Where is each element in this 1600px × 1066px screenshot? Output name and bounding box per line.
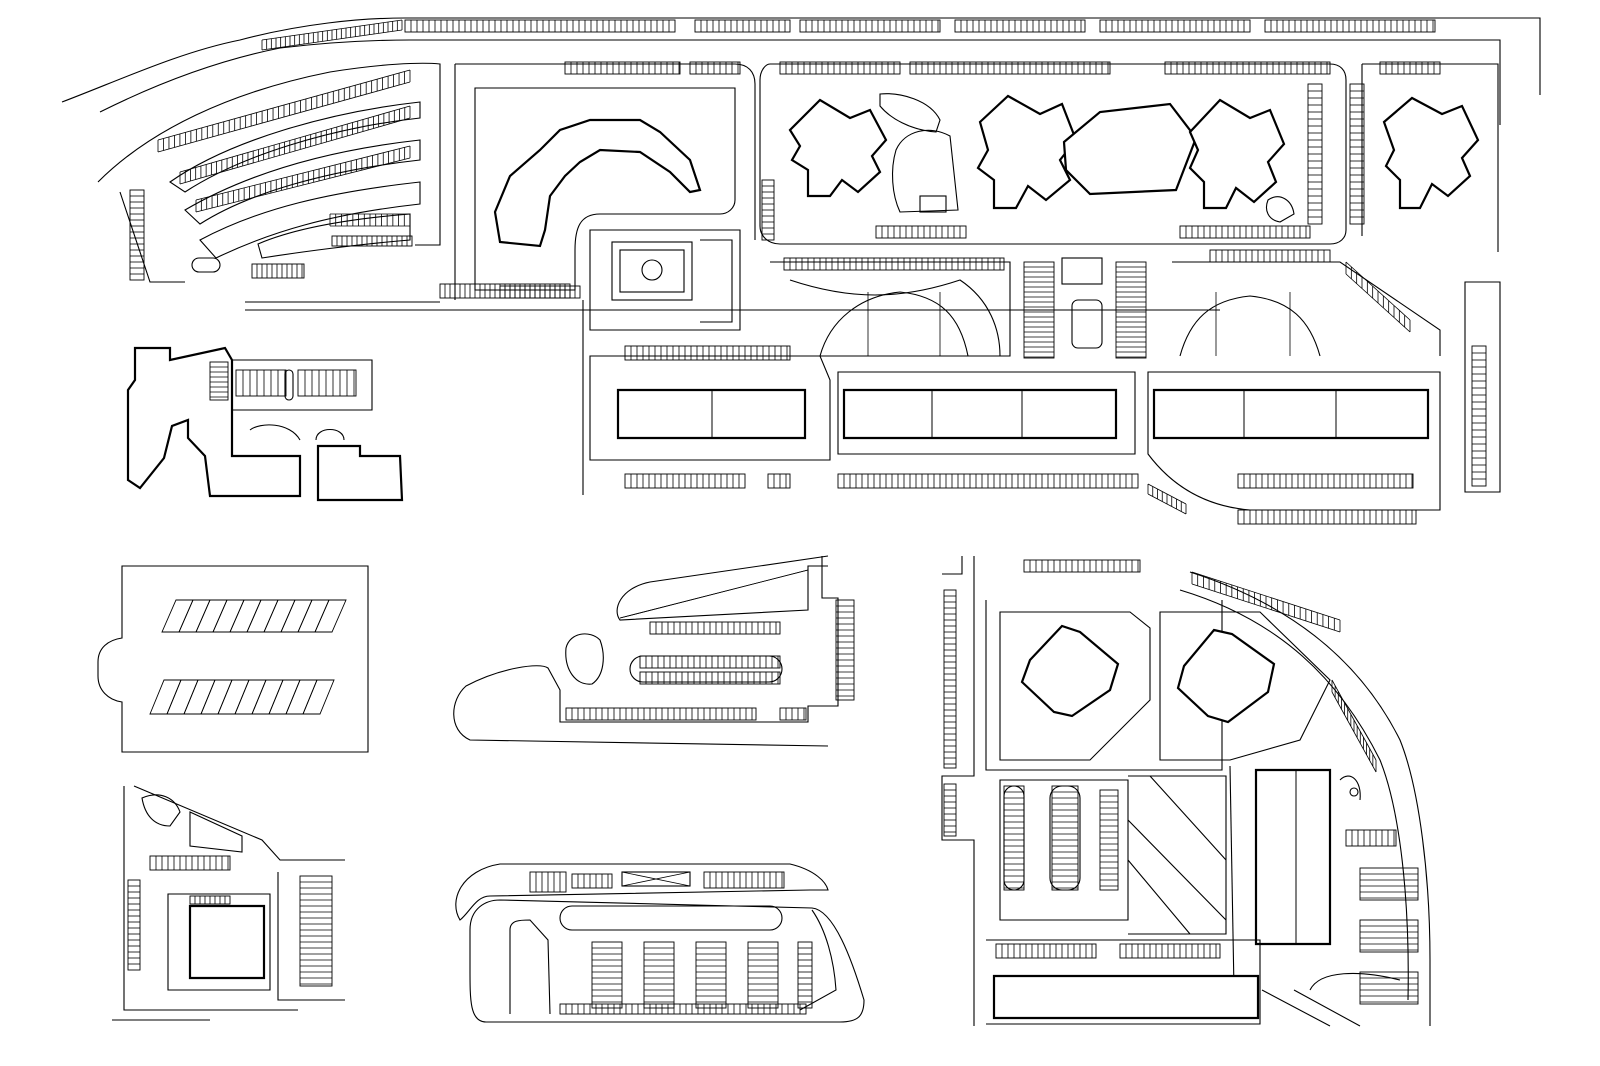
- parking-row-outline: [783, 257, 1005, 271]
- left-mid-building-plan: [126, 346, 404, 502]
- parking-row-outline: [1099, 19, 1251, 33]
- angled-parking-stall: [183, 679, 216, 715]
- parking-row-outline: [689, 61, 741, 75]
- parking-row-outline: [643, 941, 675, 1009]
- parking-stall-line: [195, 145, 411, 201]
- parking-row-outline: [995, 943, 1097, 959]
- angled-parking-stall: [149, 679, 182, 715]
- angled-parking-stall: [212, 599, 245, 633]
- parking-row-outline: [1164, 61, 1331, 75]
- parking-row-outline: [1119, 943, 1221, 959]
- parking-row-outline: [1023, 559, 1141, 573]
- parking-row-outline: [565, 707, 757, 721]
- parking-stall-line: [619, 569, 809, 619]
- parking-row-outline: [909, 61, 1111, 75]
- parking-row-outline: [695, 941, 727, 1009]
- parking-row-outline: [129, 189, 145, 281]
- diagonal-parking-lot-plan: [97, 565, 369, 753]
- angled-parking-stall: [302, 679, 335, 715]
- angled-parking-stall: [314, 599, 347, 633]
- parking-row-outline: [1359, 971, 1419, 1005]
- parking-row-outline: [703, 871, 785, 889]
- angled-parking-stall: [280, 599, 313, 633]
- parking-row-outline: [559, 1003, 807, 1015]
- parking-stall-line: [1331, 679, 1377, 761]
- angled-parking-stall: [263, 599, 296, 633]
- parking-row-outline: [1345, 829, 1397, 847]
- parking-row-outline: [251, 263, 305, 279]
- parking-row-outline: [1115, 261, 1147, 359]
- parking-row-outline: [127, 879, 141, 971]
- parking-row-outline: [779, 707, 807, 721]
- parking-row-outline: [297, 369, 357, 397]
- parking-row-outline: [639, 671, 781, 685]
- parking-stall-line: [179, 105, 411, 173]
- parking-stall-line: [1345, 261, 1411, 321]
- angled-parking-stall: [246, 599, 279, 633]
- parking-row-outline: [149, 855, 231, 871]
- parking-stall-line: [157, 69, 411, 141]
- parking-row-outline: [1023, 261, 1055, 359]
- parking-row-outline: [797, 941, 813, 1009]
- parking-row-outline: [1237, 473, 1414, 489]
- parking-stall-line: [157, 81, 411, 153]
- parking-stall-line: [1147, 493, 1187, 515]
- angled-parking-stall: [200, 679, 233, 715]
- parking-row-outline: [954, 19, 1086, 33]
- parking-row-outline: [404, 19, 676, 33]
- angled-parking-stall: [268, 679, 301, 715]
- angled-parking-stall: [217, 679, 250, 715]
- parking-row-outline: [209, 361, 229, 401]
- parking-row-outline: [767, 473, 791, 489]
- angled-parking-stall: [297, 599, 330, 633]
- southwest-small-site-plan: [112, 785, 345, 1021]
- parking-row-outline: [571, 873, 613, 889]
- parking-row-outline: [624, 345, 791, 361]
- parking-row-outline: [639, 655, 781, 669]
- parking-stall-line: [195, 157, 411, 213]
- parking-stall-line: [1191, 583, 1341, 633]
- parking-row-outline: [299, 875, 333, 987]
- parking-row-outline: [747, 941, 779, 1009]
- parking-row-outline: [943, 783, 957, 837]
- angled-parking-stall: [229, 599, 262, 633]
- parking-row-outline: [694, 19, 791, 33]
- angled-parking-stall: [285, 679, 318, 715]
- parking-row-outline: [1099, 789, 1119, 891]
- parking-row-outline: [1237, 509, 1417, 525]
- parking-row-outline: [1359, 867, 1419, 901]
- bottom-oval-parking-lot-plan: [455, 863, 865, 1023]
- parking-row-outline: [235, 369, 287, 397]
- parking-row-outline: [591, 941, 623, 1009]
- angled-parking-stall: [166, 679, 199, 715]
- parking-row-outline: [1264, 19, 1436, 33]
- angled-parking-stall: [195, 599, 228, 633]
- southeast-large-site-plan: [941, 556, 1431, 1027]
- angled-parking-stall: [161, 599, 194, 633]
- parking-row-outline: [1003, 785, 1025, 891]
- parking-row-outline: [799, 19, 941, 33]
- parking-stalls: [127, 19, 1487, 1015]
- parking-stall-line: [261, 29, 403, 51]
- parking-stall-line: [1191, 571, 1341, 621]
- parking-row-outline: [943, 589, 957, 769]
- angled-parking-stall: [234, 679, 267, 715]
- parking-row-outline: [564, 61, 681, 75]
- parking-row-outline: [1359, 919, 1419, 953]
- parking-stall-line: [1345, 273, 1411, 333]
- top-development-plan: [61, 17, 1541, 511]
- parking-row-outline: [1051, 785, 1079, 891]
- parking-row-outline: [875, 225, 967, 239]
- parking-row-outline: [835, 599, 855, 701]
- parking-row-outline: [649, 621, 781, 635]
- parking-stall-line: [1331, 691, 1377, 773]
- parking-stall-line: [179, 117, 411, 185]
- angled-parking-stall: [251, 679, 284, 715]
- parking-row-outline: [1179, 225, 1311, 239]
- parking-stall-line: [1147, 483, 1187, 505]
- angled-parking-stall: [178, 599, 211, 633]
- parking-stall-line: [261, 19, 403, 41]
